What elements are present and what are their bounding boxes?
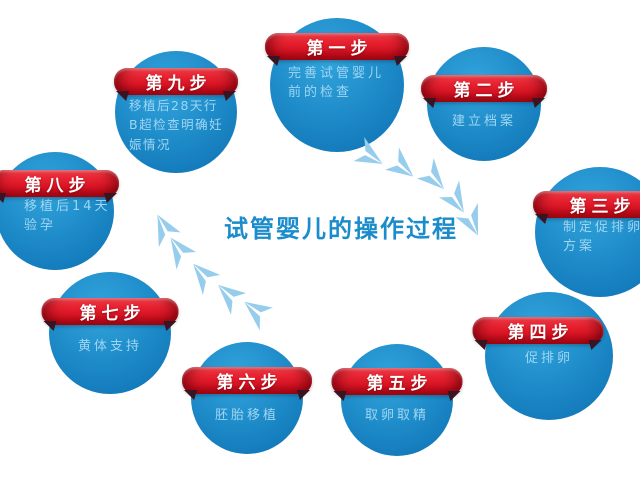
step-label: 第六步 bbox=[216, 373, 283, 393]
flow-arrow-icon bbox=[438, 180, 464, 213]
step-description: 促排卵 bbox=[524, 351, 573, 366]
step-description: 胚胎移植 bbox=[214, 408, 279, 423]
flow-arrow-icon bbox=[170, 237, 197, 270]
flow-arrow-icon bbox=[218, 284, 247, 315]
step-circle bbox=[49, 272, 171, 394]
step-description: 黄体支持 bbox=[77, 339, 142, 354]
step-ribbon: 第八步 bbox=[0, 170, 119, 197]
step-node-5: 第五步 取卵取精 bbox=[331, 344, 463, 456]
flow-arrow-icon bbox=[455, 203, 479, 236]
step-label: 第七步 bbox=[79, 304, 146, 324]
flow-arrow-icon bbox=[193, 263, 221, 295]
flow-arrow-icon bbox=[353, 137, 383, 164]
step-ribbon: 第五步 bbox=[331, 368, 463, 395]
step-label: 第九步 bbox=[145, 74, 212, 94]
step-node-7: 第七步 黄体支持 bbox=[41, 272, 179, 394]
step-circle bbox=[427, 47, 541, 161]
step-circle bbox=[535, 167, 640, 297]
step-label: 第三步 bbox=[569, 197, 636, 217]
flow-arrow-icon bbox=[416, 158, 444, 190]
step-circle bbox=[485, 292, 613, 420]
step-node-6: 第六步 胚胎移植 bbox=[182, 342, 312, 454]
step-node-1: 第一步 完善试管婴儿 前的检查 bbox=[265, 18, 409, 152]
step-label: 第四步 bbox=[507, 323, 574, 343]
step-description: 取卵取精 bbox=[364, 408, 429, 423]
step-description: 移植后28天行 B超检查明确妊 娠情况 bbox=[129, 98, 224, 152]
step-ribbon: 第四步 bbox=[472, 317, 604, 344]
step-node-8: 第八步 移植后14天 验孕 bbox=[0, 152, 119, 270]
step-node-3: 第三步 制定促排卵 方案 bbox=[533, 167, 640, 297]
step-ribbon: 第九步 bbox=[114, 68, 238, 95]
step-circle bbox=[341, 344, 453, 456]
step-description: 建立档案 bbox=[451, 114, 516, 129]
step-node-9: 第九步 移植后28天行 B超检查明确妊 娠情况 bbox=[114, 51, 238, 173]
step-description: 制定促排卵 方案 bbox=[563, 220, 640, 254]
flow-arrow-icon bbox=[244, 301, 273, 331]
step-circle bbox=[191, 342, 303, 454]
step-node-2: 第二步 建立档案 bbox=[421, 47, 547, 161]
step-label: 第五步 bbox=[366, 374, 433, 394]
step-ribbon: 第一步 bbox=[265, 33, 409, 60]
step-label: 第一步 bbox=[306, 39, 373, 59]
step-description: 完善试管婴儿 前的检查 bbox=[288, 66, 385, 100]
step-label: 第八步 bbox=[24, 176, 91, 196]
step-label: 第二步 bbox=[453, 81, 520, 101]
step-ribbon: 第七步 bbox=[41, 298, 179, 325]
flow-arrow-icon bbox=[385, 147, 414, 177]
step-ribbon: 第六步 bbox=[182, 367, 312, 394]
flow-arrow-icon bbox=[157, 214, 181, 248]
step-description: 移植后14天 验孕 bbox=[24, 199, 111, 233]
step-ribbon: 第二步 bbox=[421, 75, 547, 102]
diagram-title: 试管婴儿的操作过程 bbox=[224, 215, 458, 243]
step-node-4: 第四步 促排卵 bbox=[472, 292, 613, 420]
step-ribbon: 第三步 bbox=[533, 191, 640, 218]
